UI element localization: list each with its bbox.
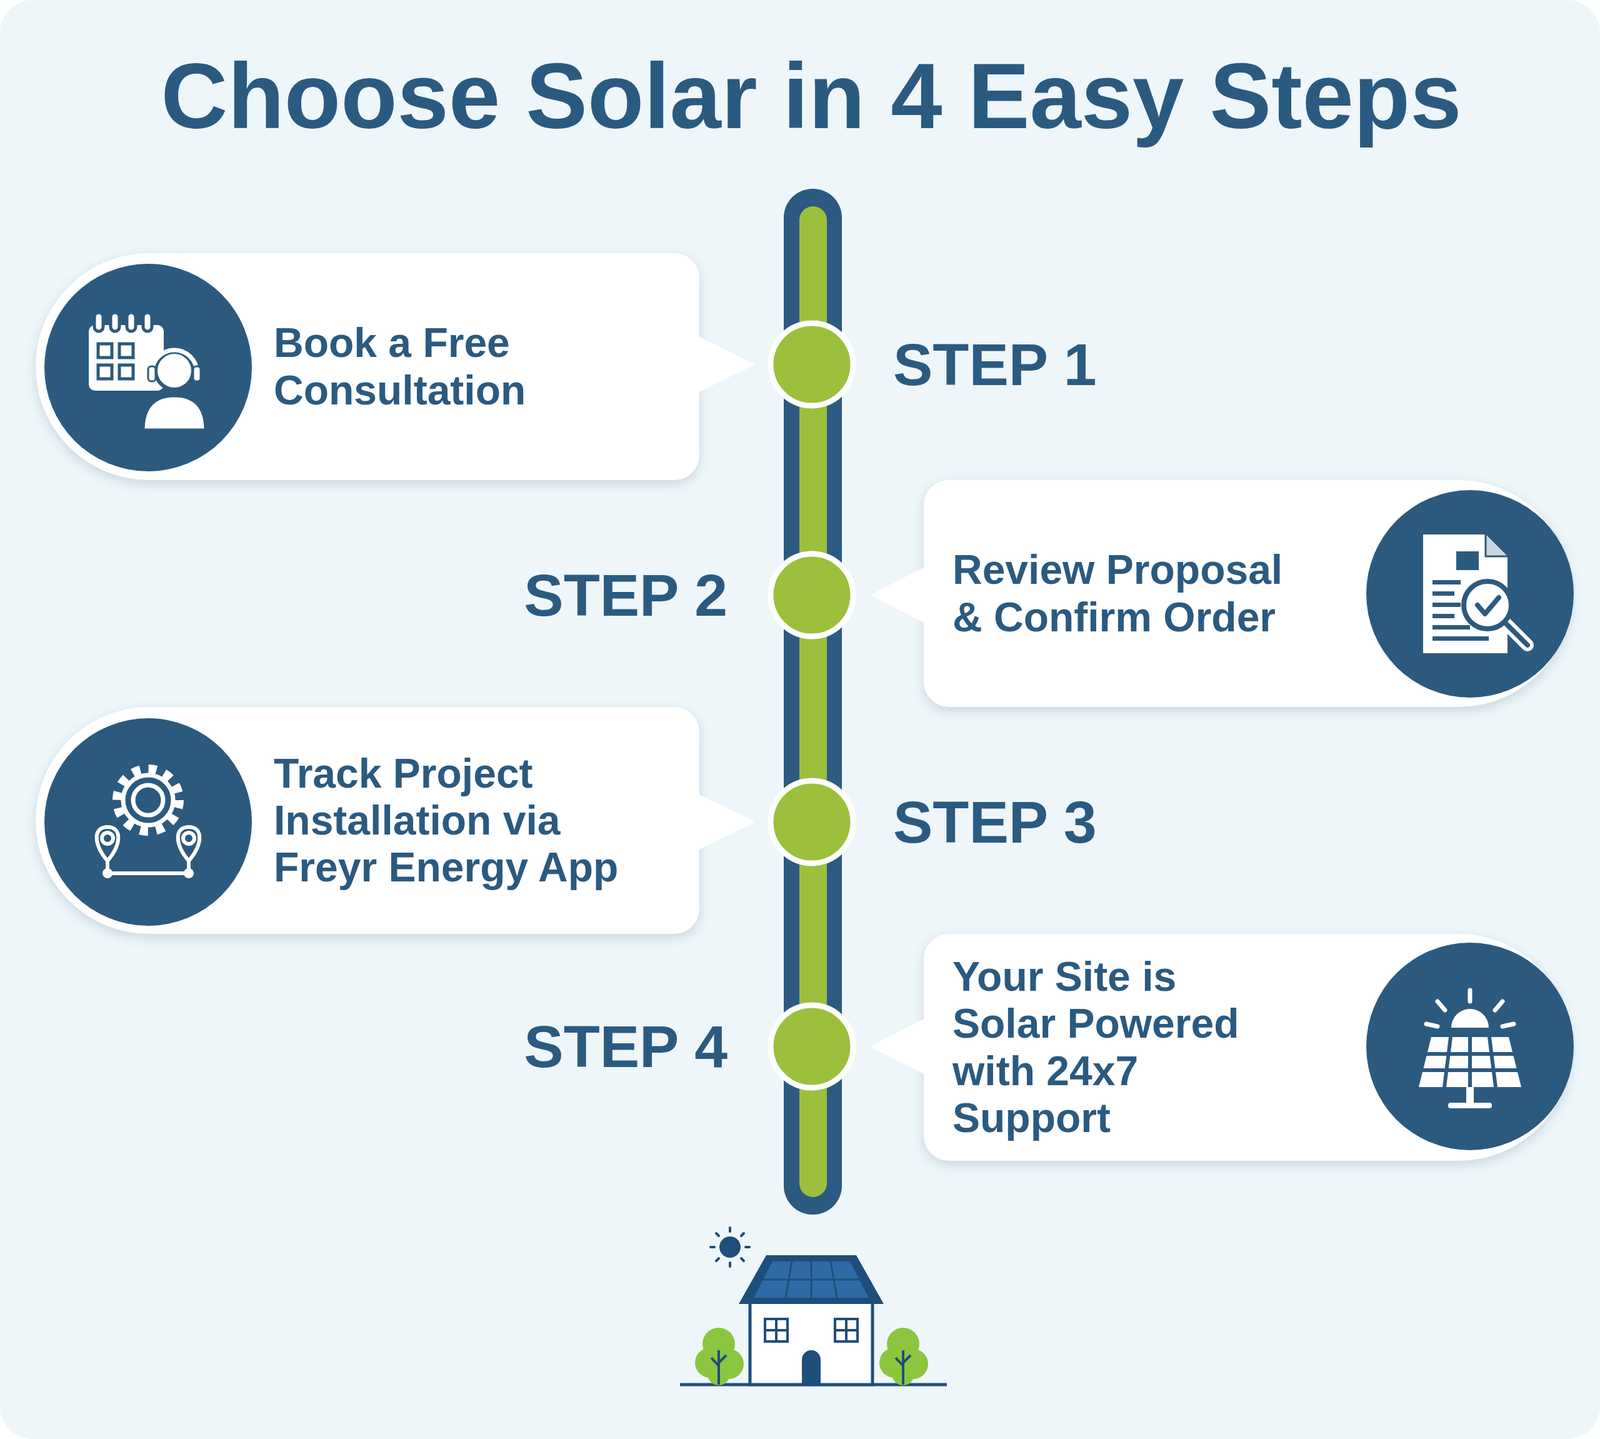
card-pointer [870,566,925,624]
timeline-dots [770,323,854,1088]
step-label: STEP 2 [523,565,728,625]
solar-panel-icon [1366,942,1574,1150]
house-illustration [680,1227,947,1385]
step-text: Book a Free Consultation [273,319,668,414]
step-label: STEP 4 [523,1016,728,1077]
card-pointer [698,793,755,850]
step-label: STEP 3 [893,792,1097,852]
step-text: Your Site is Solar Powered with 24x7 Sup… [952,953,1284,1142]
timeline-bar [783,188,842,1215]
timeline-dot [770,1005,854,1088]
step-card: Your Site is Solar Powered with 24x7 Sup… [923,933,1572,1161]
page-title: Choose Solar in 4 Easy Steps [0,50,1600,143]
step-card: Track Project Installation via Freyr Ene… [35,706,700,934]
proposal-review-icon [1366,490,1574,698]
step-card: Review Proposal & Confirm Order [923,480,1572,707]
timeline-inner [799,206,827,1197]
step-text: Track Project Installation via Freyr Ene… [273,750,668,892]
project-tracking-icon [44,718,252,926]
calendar-agent-icon [44,263,252,472]
timeline-dot [770,323,854,406]
step-text: Review Proposal & Confirm Order [952,546,1309,640]
card-pointer [870,1018,925,1075]
step-card: Book a Free Consultation [35,253,700,480]
step-label: STEP 1 [893,335,1097,395]
timeline-dot [770,780,854,864]
timeline-dot [770,553,854,637]
card-pointer [698,336,755,393]
